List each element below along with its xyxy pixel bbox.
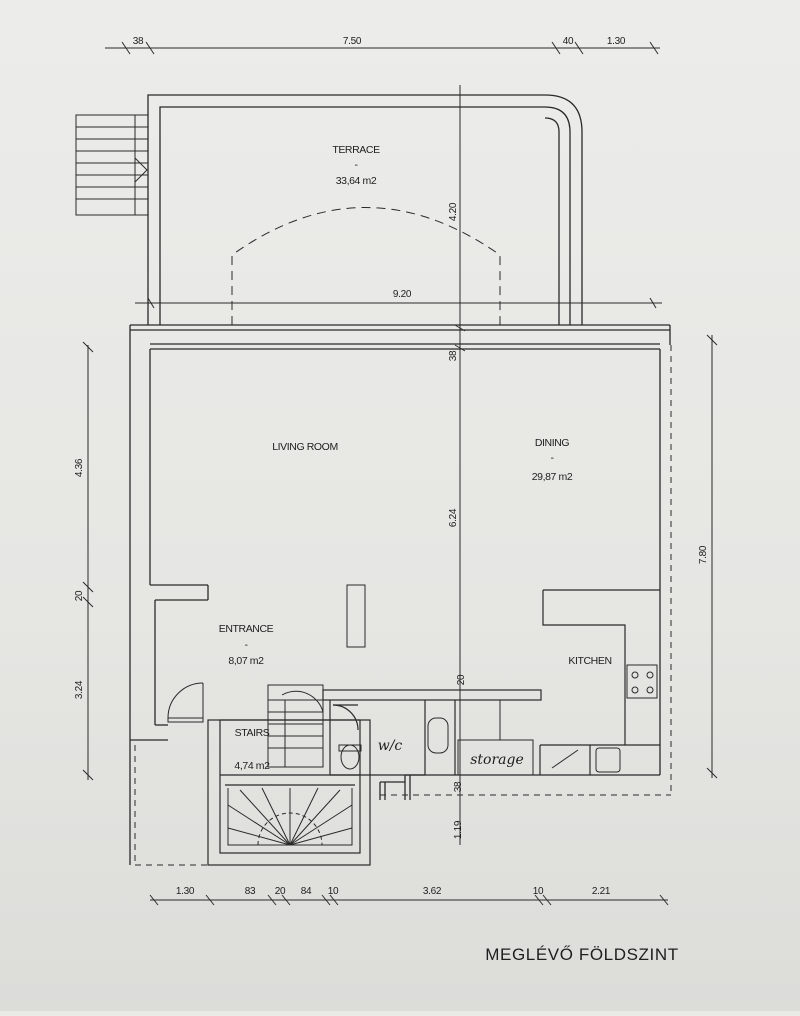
storage-label: storage (470, 752, 524, 768)
dim-left-436: 4.36 (74, 458, 85, 477)
dim-bottom-221: 2.21 (592, 886, 611, 897)
toilet (338, 744, 362, 770)
dim-bottom-20: 20 (275, 886, 286, 897)
north-wall (130, 324, 670, 350)
dim-wall-38: 38 (448, 350, 459, 361)
entrance-area: 8,07 m2 (228, 655, 264, 667)
kitchen-cooktop (626, 664, 658, 699)
east-wall (659, 325, 671, 775)
sheet-title: MEGLÉVŐ FÖLDSZINT (485, 945, 678, 964)
dim-bottom-84: 84 (301, 886, 312, 897)
stairs-label: STAIRS (235, 727, 270, 739)
terrace-sep: - (354, 159, 358, 171)
bottom-dimension-line (149, 894, 669, 906)
dining-area: 29,87 m2 (532, 471, 573, 483)
right-dimension-line (706, 334, 718, 779)
entrance-door (167, 682, 204, 723)
wc-label: w/c (378, 738, 403, 754)
east-wall-dashed (380, 345, 672, 796)
dim-bottom-130: 1.30 (176, 886, 195, 897)
dim-stair-extension: 1.19 (453, 820, 464, 839)
dim-top-40: 40 (563, 36, 574, 47)
dim-terrace-depth: 4.20 (448, 202, 459, 221)
living-room-label: LIVING ROOM (272, 441, 338, 453)
terrace-label: TERRACE (332, 144, 380, 156)
dining-label: DINING (535, 437, 570, 449)
dim-left-20: 20 (74, 590, 85, 601)
top-dimension-line (105, 41, 660, 55)
stairs-area: 4,74 m2 (234, 760, 270, 772)
dim-wall-20: 20 (456, 674, 467, 685)
dim-top-750: 7.50 (343, 36, 362, 47)
west-wall (129, 325, 209, 865)
dim-top-130: 1.30 (607, 36, 626, 47)
center-vertical-dim (454, 85, 466, 845)
west-wall-dashed (134, 745, 208, 866)
dim-terrace-width: 9.20 (393, 289, 412, 300)
dim-wall-38-bottom: 38 (453, 781, 464, 792)
dim-top-38: 38 (133, 36, 144, 47)
storage-closet (457, 700, 534, 776)
dim-bottom-10b: 10 (533, 886, 544, 897)
dining-sep: - (550, 452, 554, 464)
dim-inner-height: 6.24 (448, 508, 459, 527)
kitchen-sink (551, 747, 621, 773)
terrace-outline (147, 94, 583, 325)
living-room-column (346, 584, 366, 648)
dim-bottom-362: 3.62 (423, 886, 442, 897)
terrace-dashed-arc (231, 207, 501, 325)
upper-stairs-flight (267, 684, 324, 768)
terrace-steps (75, 114, 149, 216)
terrace-width-dim (135, 297, 662, 309)
dim-bottom-10a: 10 (328, 886, 339, 897)
entrance-sep: - (244, 639, 248, 651)
kitchen-counter (539, 589, 660, 775)
left-dimension-line (82, 341, 94, 781)
dim-left-324: 3.24 (74, 680, 85, 699)
spiral-stairs (227, 787, 353, 846)
bathtub (427, 717, 449, 754)
south-wall (379, 774, 660, 800)
dim-right-780: 7.80 (698, 545, 709, 564)
kitchen-label: KITCHEN (568, 655, 611, 667)
dim-bottom-83: 83 (245, 886, 256, 897)
terrace-area: 33,64 m2 (336, 175, 377, 187)
entrance-label: ENTRANCE (219, 623, 274, 635)
wc-block (322, 689, 542, 776)
